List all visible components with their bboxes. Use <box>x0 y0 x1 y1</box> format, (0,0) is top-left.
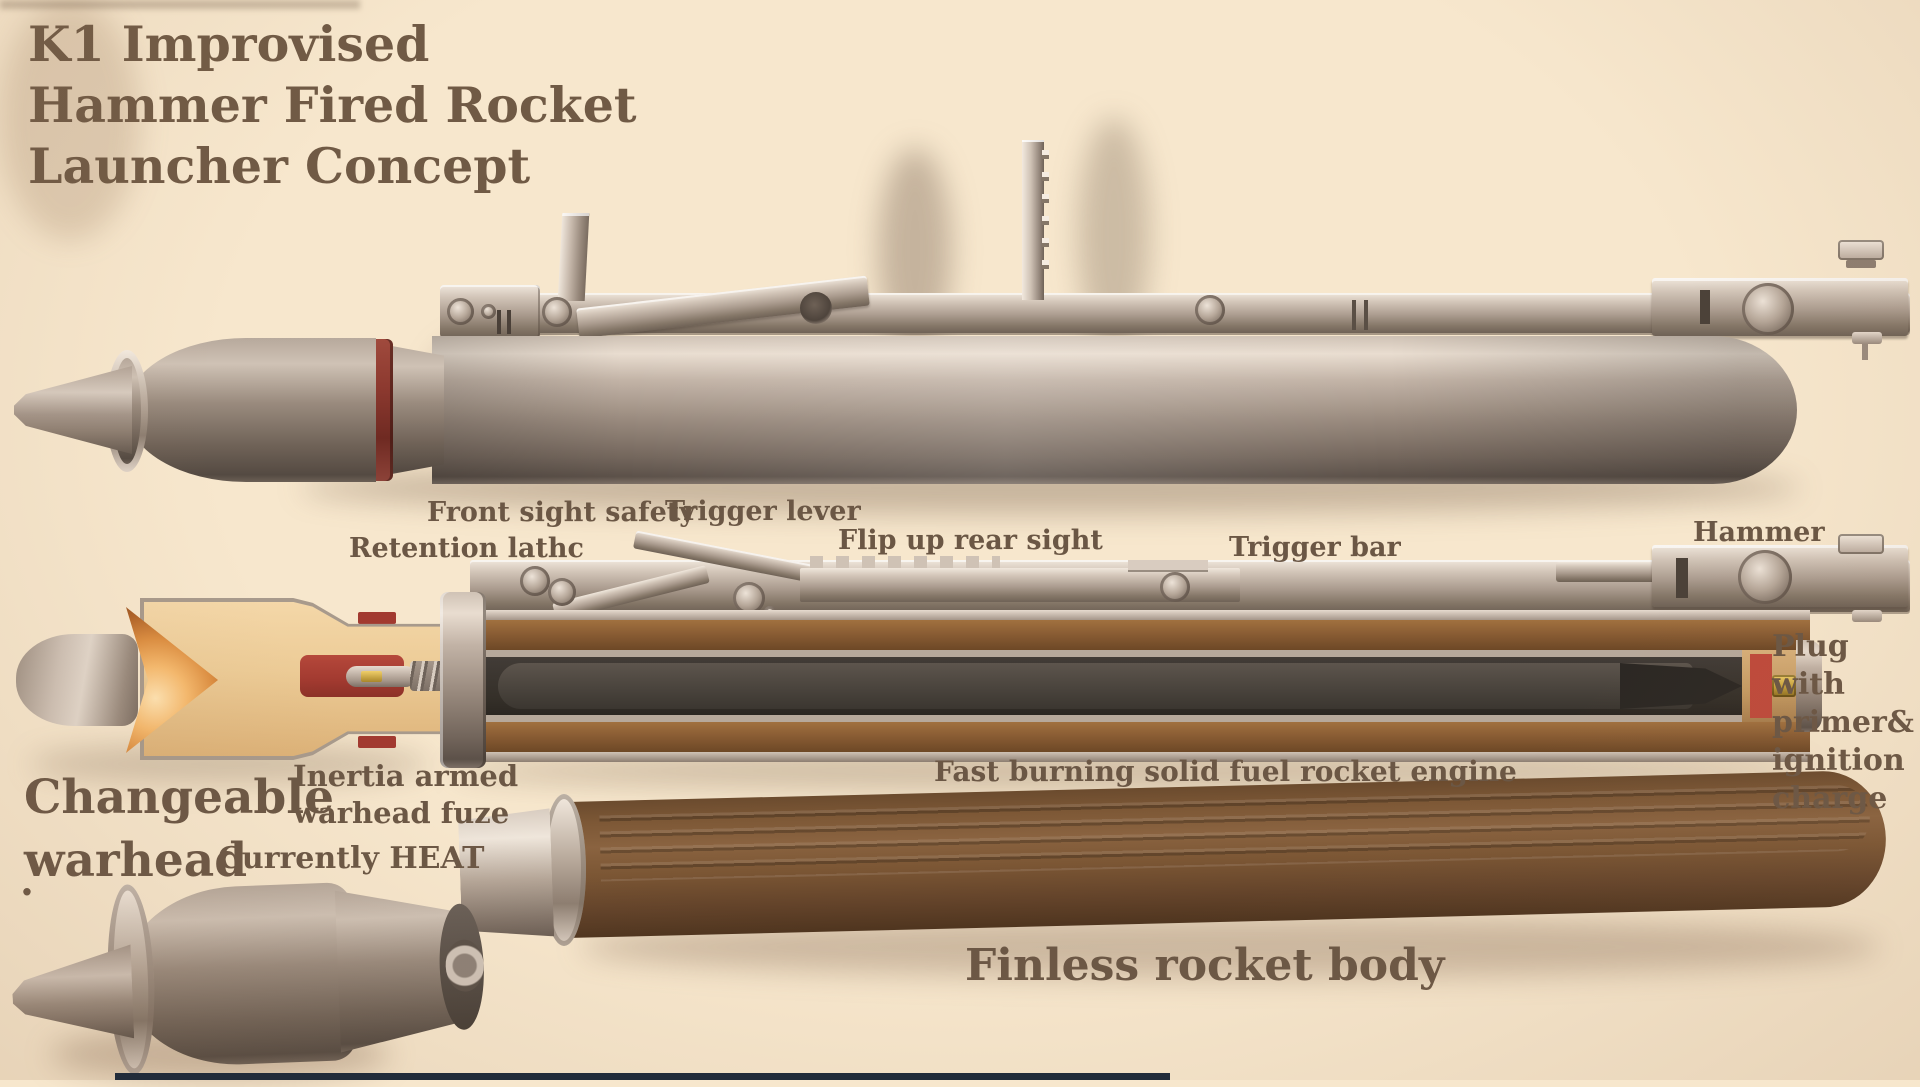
hammer-screw <box>1852 332 1882 344</box>
rail-slot <box>497 310 501 334</box>
ignition-charge <box>1750 654 1772 718</box>
rail-slot <box>1352 300 1356 330</box>
bottom-edge-bar <box>115 1073 1170 1080</box>
page-title: K1 Improvised Hammer Fired Rocket Launch… <box>28 15 637 195</box>
label-trigger-bar: Trigger bar <box>1229 532 1401 563</box>
liner-top <box>460 620 1810 650</box>
trigger-bar-teeth <box>810 556 1000 570</box>
pivot-pin <box>542 297 572 327</box>
label-finless-rocket-body: Finless rocket body <box>965 940 1445 991</box>
rail-slot <box>507 310 511 334</box>
primer-brass <box>1772 675 1796 697</box>
warhead-nose-cone <box>11 944 135 1043</box>
cast-shadow <box>0 0 360 9</box>
pivot-pin <box>1160 572 1190 602</box>
warhead-body <box>126 338 376 482</box>
hammer-bolt <box>1838 534 1884 554</box>
liner-bottom <box>460 722 1810 752</box>
label-front-sight-safety: Front sight safety <box>427 497 695 528</box>
label-flip-up-rear-sight: Flip up rear sight <box>838 525 1103 556</box>
retention-clip <box>358 612 396 624</box>
label-hammer: Hammer <box>1693 517 1825 548</box>
label-stray-period: . <box>20 858 34 905</box>
warhead-body <box>120 881 358 1069</box>
rear-sight-post <box>1022 140 1044 300</box>
detached-warhead <box>4 869 489 1087</box>
tube-wall-top <box>460 610 1810 620</box>
bolt-head <box>447 298 474 325</box>
front-sight-blade <box>557 213 590 301</box>
motor-wall-top <box>460 650 1810 657</box>
tube-sheen <box>432 336 1797 484</box>
rail-slot <box>1364 300 1368 330</box>
hammer-pivot <box>1738 550 1792 604</box>
label-fast-burning-engine: Fast burning solid fuel rocket engine <box>934 755 1517 788</box>
warhead-nose-cone <box>14 366 132 454</box>
cast-shadow <box>0 0 140 240</box>
lever-hole <box>800 292 832 324</box>
pivot-pin <box>733 582 765 614</box>
motor-wall-bottom <box>460 715 1810 722</box>
ratchet-teeth <box>1042 150 1049 280</box>
label-plug-with-primer: Plug with primer& ignition charge <box>1772 629 1914 816</box>
detonator-brass <box>361 671 382 682</box>
label-currently-heat: Currently HEAT <box>218 841 485 876</box>
pivot-pin <box>548 578 576 606</box>
joint-flange <box>440 592 486 768</box>
tube-end-cap <box>1796 640 1822 732</box>
label-inertia-armed-fuze: Inertia armed warhead fuze <box>293 759 519 830</box>
label-trigger-lever: Trigger lever <box>665 496 861 527</box>
rocket-motor <box>498 663 1693 709</box>
hammer-bolt <box>1838 240 1884 260</box>
hammer-screw <box>1852 610 1882 622</box>
rail-notch <box>1128 560 1208 572</box>
launch-tube <box>432 336 1797 484</box>
hammer-slot <box>1700 290 1710 324</box>
hammer-pivot <box>1742 283 1794 335</box>
screw-tip <box>1862 344 1868 360</box>
label-changeable-warhead: Changeable warhead <box>24 770 335 888</box>
tube-wall-bottom <box>460 752 1810 762</box>
bolt-washer <box>1846 260 1876 268</box>
bolt-head <box>520 566 550 596</box>
retention-clip <box>358 736 396 748</box>
bolt-head <box>481 304 496 319</box>
hammer-arm <box>1556 562 1668 582</box>
nose-dome <box>16 634 138 726</box>
hammer-slot <box>1676 558 1688 598</box>
pivot-pin <box>1195 295 1225 325</box>
label-retention-latch: Retention lathc <box>349 533 584 564</box>
